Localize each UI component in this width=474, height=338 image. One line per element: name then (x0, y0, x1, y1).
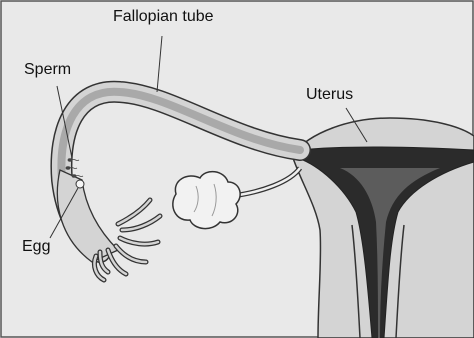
label-sperm: Sperm (24, 61, 71, 79)
egg-cell (76, 180, 84, 188)
label-uterus: Uterus (306, 86, 353, 104)
label-fallopian-tube: Fallopian tube (113, 8, 214, 26)
label-egg: Egg (22, 238, 50, 256)
